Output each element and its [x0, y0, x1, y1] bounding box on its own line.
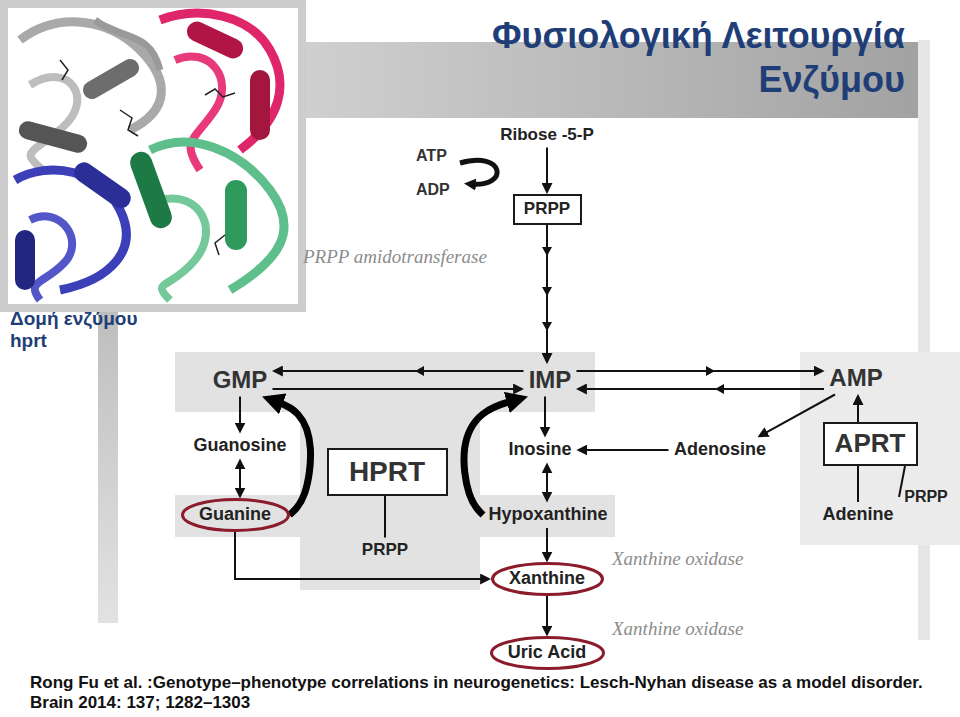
connector [235, 532, 485, 579]
citation-caption: Rong Fu et al. :Genotype–phenotype corre… [30, 673, 945, 713]
connector [546, 528, 548, 556]
slide-title: Φυσιολογική Λειτουργία Ενζύμου [425, 14, 905, 102]
connector [544, 397, 546, 432]
node-text: Hypoxanthine [488, 504, 608, 526]
metabolite-label: IMP [524, 364, 577, 397]
metabolite-label: Adenine [817, 502, 899, 528]
label-text: PRPP amidotransferase [303, 246, 487, 268]
helix [250, 70, 270, 140]
connector [899, 466, 905, 497]
node-text: AMP [829, 364, 883, 393]
node-text: HPRT [349, 455, 426, 489]
helix [17, 119, 89, 155]
node-text: Xanthine [509, 568, 586, 590]
helix [70, 158, 135, 212]
enzyme-box: APRT [823, 422, 918, 466]
process-box: PRPP [513, 194, 582, 225]
node-text: IMP [529, 366, 572, 395]
grey-band [175, 352, 595, 412]
connector [857, 466, 859, 502]
label-text: Xanthine oxidase [612, 618, 743, 640]
node-text: APRT [835, 428, 906, 459]
connector [857, 401, 859, 423]
connector [546, 148, 548, 188]
hprt-arrow [273, 401, 310, 515]
content-panel [118, 118, 918, 673]
connector [384, 496, 386, 538]
node-text: GMP [213, 366, 268, 395]
highlight-ellipse: Xanthine [491, 562, 604, 596]
label-text: Xanthine oxidase [612, 548, 743, 570]
node-text: Inosine [508, 439, 572, 461]
helix [184, 18, 247, 61]
metabolite-label: Guanosine [188, 433, 292, 459]
highlight-ellipse: Uric Acid [490, 636, 605, 670]
connector [546, 225, 548, 358]
connector [239, 397, 241, 428]
helix [225, 180, 247, 250]
label-text: ADP [416, 181, 450, 199]
protein-structure [4, 4, 302, 308]
connector [239, 465, 241, 492]
metabolite-label: GMP [208, 364, 273, 397]
metabolite-label: PRPP [357, 538, 414, 563]
label-text: Δομή ενζύμου hprt [10, 308, 160, 352]
connector [279, 370, 524, 372]
connector [583, 449, 669, 451]
connector [577, 370, 819, 372]
enzyme-box: HPRT [327, 448, 448, 496]
label-text: ATP [416, 147, 447, 165]
helix [15, 230, 35, 290]
grey-band [800, 352, 960, 545]
ellipse-outline [492, 564, 602, 595]
connector [546, 596, 548, 630]
metabolite-label: Ribose -5-P [495, 123, 599, 148]
connector [273, 388, 518, 390]
connector [583, 388, 825, 390]
node-text: Guanine [199, 504, 272, 526]
node-text: Guanosine [193, 435, 287, 457]
node-text: Ribose -5-P [500, 125, 594, 145]
connector [546, 469, 548, 496]
metabolite-label: AMP [824, 362, 888, 395]
highlight-ellipse: Guanine [181, 498, 290, 532]
ellipse-outline [491, 638, 603, 669]
node-text: Adenine [822, 504, 894, 526]
ribbon [175, 56, 222, 170]
panel-edge [918, 40, 930, 640]
node-text: Adenosine [674, 439, 767, 461]
helix [127, 149, 175, 232]
node-text: Uric Acid [508, 642, 587, 664]
node-text: PRPP [524, 199, 571, 219]
metabolite-label: Hypoxanthine [483, 502, 613, 528]
ligand-sticks [60, 60, 235, 255]
node-text: PRPP [362, 540, 409, 560]
node-text: PRPP [904, 487, 948, 506]
curved-arrow [460, 160, 497, 184]
image-frame [4, 4, 302, 308]
grey-band [300, 412, 480, 590]
ribbon [30, 216, 72, 300]
metabolite-label: Adenosine [669, 437, 772, 463]
metabolite-label: PRPP [899, 485, 953, 509]
helix [80, 56, 143, 103]
ellipse-outline [182, 500, 288, 531]
metabolite-label: Inosine [503, 437, 577, 463]
grey-band [175, 495, 300, 537]
